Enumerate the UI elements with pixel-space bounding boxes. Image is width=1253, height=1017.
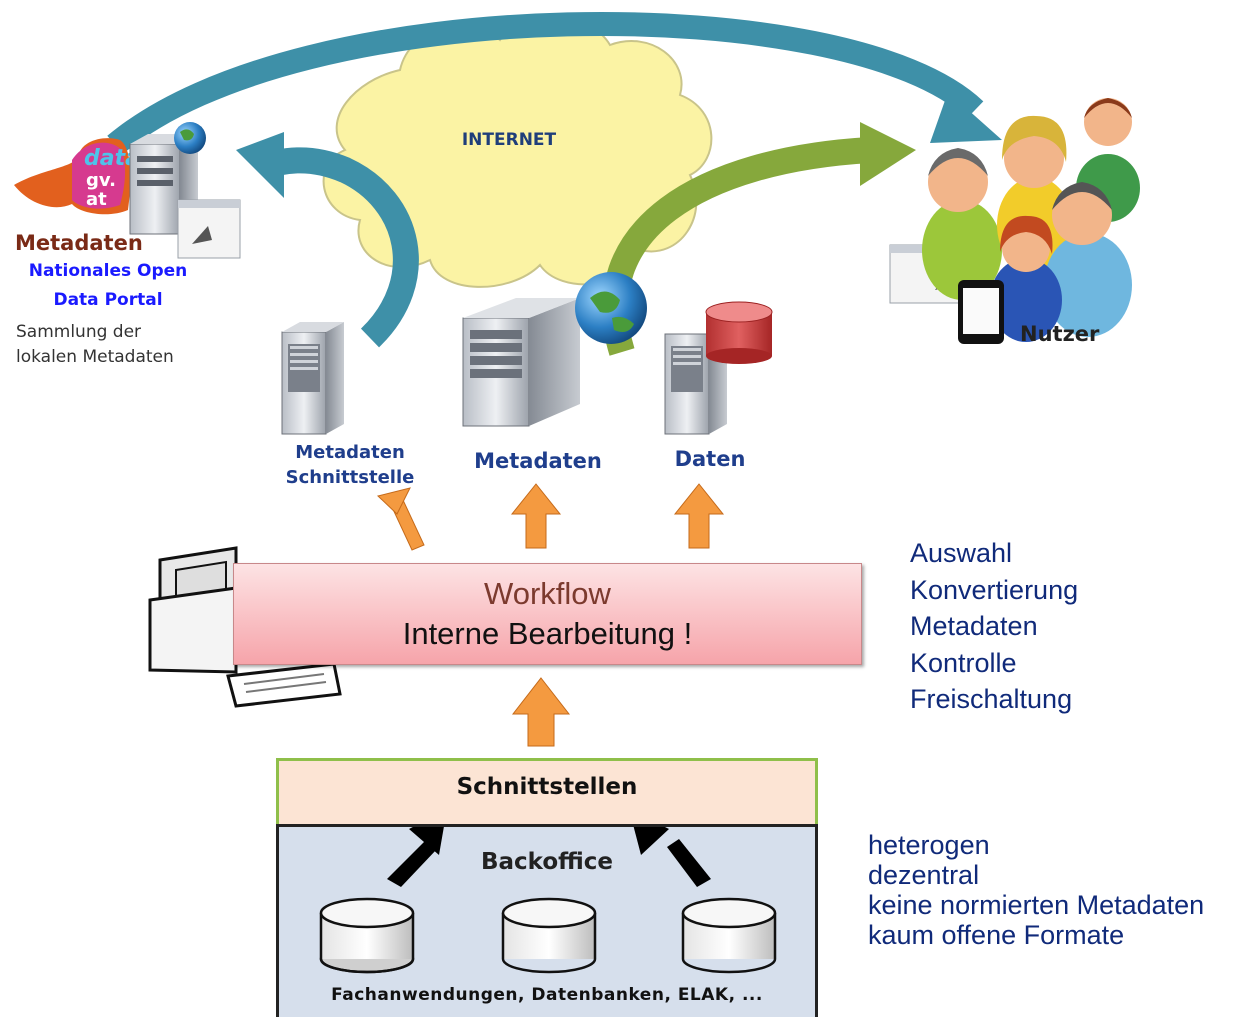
backoffice-footer: Fachanwendungen, Datenbanken, ELAK, ...: [331, 985, 763, 1005]
backoffice-graphics: [319, 827, 777, 974]
internet-label: INTERNET: [462, 130, 557, 150]
browser-window-icon: [177, 199, 241, 259]
daten-server-label: Daten: [674, 447, 746, 471]
users-group-icon: [889, 98, 1140, 344]
smartphone-icon: [958, 280, 1004, 344]
metadaten-server-label: Metadaten: [474, 449, 602, 473]
backoffice-box: Backoffice Fachanwendungen,: [276, 824, 818, 1017]
workflow-steps-list: Auswahl Konvertierung Metadaten Kontroll…: [910, 535, 1078, 718]
black-arrow-right: [633, 827, 711, 887]
database-cylinder-icon: [319, 897, 415, 974]
users-label: Nutzer: [1020, 322, 1100, 346]
internet-cloud: [322, 17, 713, 288]
orange-arrow-to-metadaten: [510, 483, 562, 549]
workflow-box: Workflow Interne Bearbeitung !: [233, 563, 862, 665]
portal-subtitle-line-1: Nationales Open: [28, 261, 188, 281]
database-cylinder-icon: [501, 897, 597, 974]
backoffice-trait: keine normierten Metadaten: [868, 890, 1205, 920]
metadaten-server-icon: [462, 272, 647, 427]
schnittstelle-label-line-1: Metadaten: [295, 442, 405, 463]
workflow-step: Kontrolle: [910, 647, 1017, 678]
workflow-step: Metadaten: [910, 611, 1038, 641]
data-gv-at-logo: data gv. at: [14, 138, 140, 215]
teal-arrow-portal-to-users: [107, 11, 1002, 155]
backoffice-label: Backoffice: [480, 849, 614, 875]
backoffice-trait: kaum offene Formate: [868, 920, 1125, 950]
cursor-icon: [192, 226, 212, 244]
database-cylinder-icon: [681, 897, 777, 974]
orange-arrow-to-daten: [673, 483, 725, 549]
workflow-step: Konvertierung: [910, 574, 1079, 605]
orange-arrow-to-schnittstelle: [376, 487, 425, 551]
desktop-computer-icon: [148, 546, 342, 708]
database-icon: [705, 301, 773, 364]
portal-desc-line-2: lokalen Metadaten: [16, 347, 174, 367]
backoffice-trait: heterogen: [868, 830, 990, 860]
logo-text-at: at: [86, 189, 107, 210]
workflow-step: Freischaltung: [910, 684, 1073, 714]
orange-arrow-to-workflow: [511, 677, 571, 747]
backoffice-trait: dezentral: [868, 860, 980, 890]
daten-server-icon: [664, 301, 773, 435]
portal-desc-line-1: Sammlung der: [16, 322, 142, 342]
workflow-title: Workflow: [484, 576, 611, 611]
teal-arrow-schnittstelle-to-portal: [236, 132, 419, 348]
portal-subtitle-line-2: Data Portal: [53, 290, 163, 310]
workflow-subtitle: Interne Bearbeitung !: [402, 616, 693, 651]
black-arrow-left: [387, 827, 444, 887]
schnittstellen-label: Schnittstellen: [456, 774, 638, 800]
logo-text-gv: gv.: [86, 170, 116, 191]
backoffice-traits-list: heterogen dezentral keine normierten Met…: [868, 830, 1204, 950]
workflow-step: Auswahl: [910, 538, 1013, 568]
schnittstellen-box: Schnittstellen: [276, 758, 818, 827]
schnittstelle-label-line-2: Schnittstelle: [285, 467, 415, 488]
portal-title: Metadaten: [15, 231, 143, 255]
schnittstelle-server-icon: [281, 322, 344, 435]
